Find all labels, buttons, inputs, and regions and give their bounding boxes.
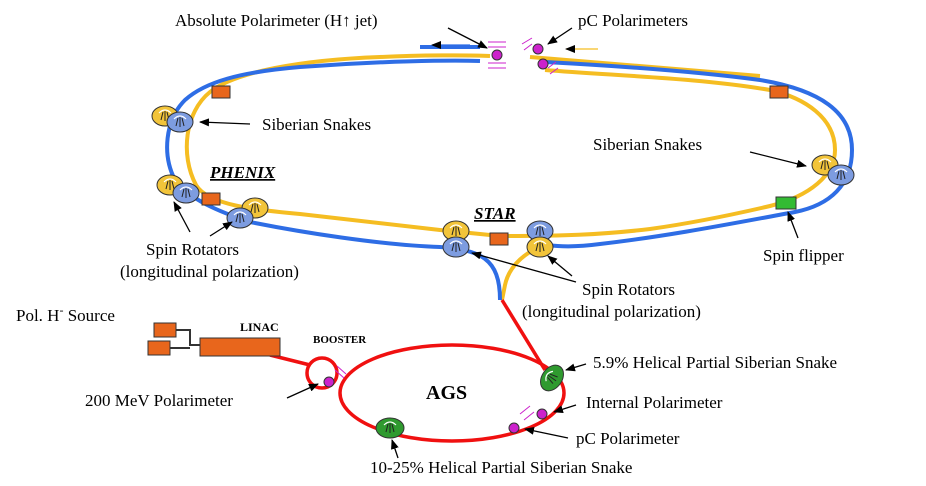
ags-ring (269, 299, 566, 443)
polarimeter-200mev (323, 365, 347, 388)
label-spin-rotators-center-2: (longitudinal polarization) (522, 302, 701, 321)
polarized-h-source (147, 322, 200, 356)
spin-flipper-device (775, 196, 797, 210)
rhic-dipole-orange-1 (211, 85, 231, 99)
snake-right-blue (827, 164, 855, 186)
label-siberian-snakes-right: Siberian Snakes (593, 135, 702, 154)
polarimeter-pc-ags (508, 422, 520, 434)
label-200mev-polarimeter: 200 MeV Polarimeter (85, 391, 233, 410)
label-helical-snake-10-25: 10-25% Helical Partial Siberian Snake (370, 458, 632, 477)
label-linac: LINAC (240, 320, 279, 334)
ags-snake-10-25 (375, 417, 405, 439)
pointer-arrows (173, 27, 807, 459)
linac (199, 337, 281, 357)
label-spin-flipper: Spin flipper (763, 246, 844, 265)
label-absolute-polarimeter: Absolute Polarimeter (H↑ jet) (175, 11, 378, 30)
polarimeter-hjet (488, 41, 506, 69)
polarimeter-internal (519, 405, 548, 421)
label-phenix: PHENIX (209, 163, 276, 182)
label-booster: BOOSTER (313, 334, 367, 346)
rotator-phenix-blue-2 (226, 207, 254, 229)
rotator-star-blue-1 (442, 236, 470, 258)
label-spin-rotators-center-1: Spin Rotators (582, 280, 675, 299)
rotator-phenix-blue-1 (172, 182, 200, 204)
label-pol-h-source: Pol. H- Source (16, 303, 115, 325)
rhic-dipole-orange-phenix (201, 192, 221, 206)
rhic-dipole-orange-2 (769, 85, 789, 99)
label-ags: AGS (426, 382, 467, 404)
label-pc-polarimeter: pC Polarimeter (576, 429, 680, 448)
label-pc-polarimeters: pC Polarimeters (578, 11, 688, 30)
label-siberian-snakes-left: Siberian Snakes (262, 115, 371, 134)
polarimeter-pc-1 (521, 37, 559, 75)
snake-left-blue (166, 111, 194, 133)
label-helical-snake-59: 5.9% Helical Partial Siberian Snake (593, 353, 837, 372)
ags-snake-59 (540, 364, 564, 392)
label-spin-rotators-left-2: (longitudinal polarization) (120, 262, 299, 281)
label-spin-rotators-left-1: Spin Rotators (146, 240, 239, 259)
label-internal-polarimeter: Internal Polarimeter (586, 393, 723, 412)
label-star: STAR (474, 204, 516, 223)
rhic-dipole-orange-star (489, 232, 509, 246)
rotator-star-yellow-2 (526, 236, 554, 258)
